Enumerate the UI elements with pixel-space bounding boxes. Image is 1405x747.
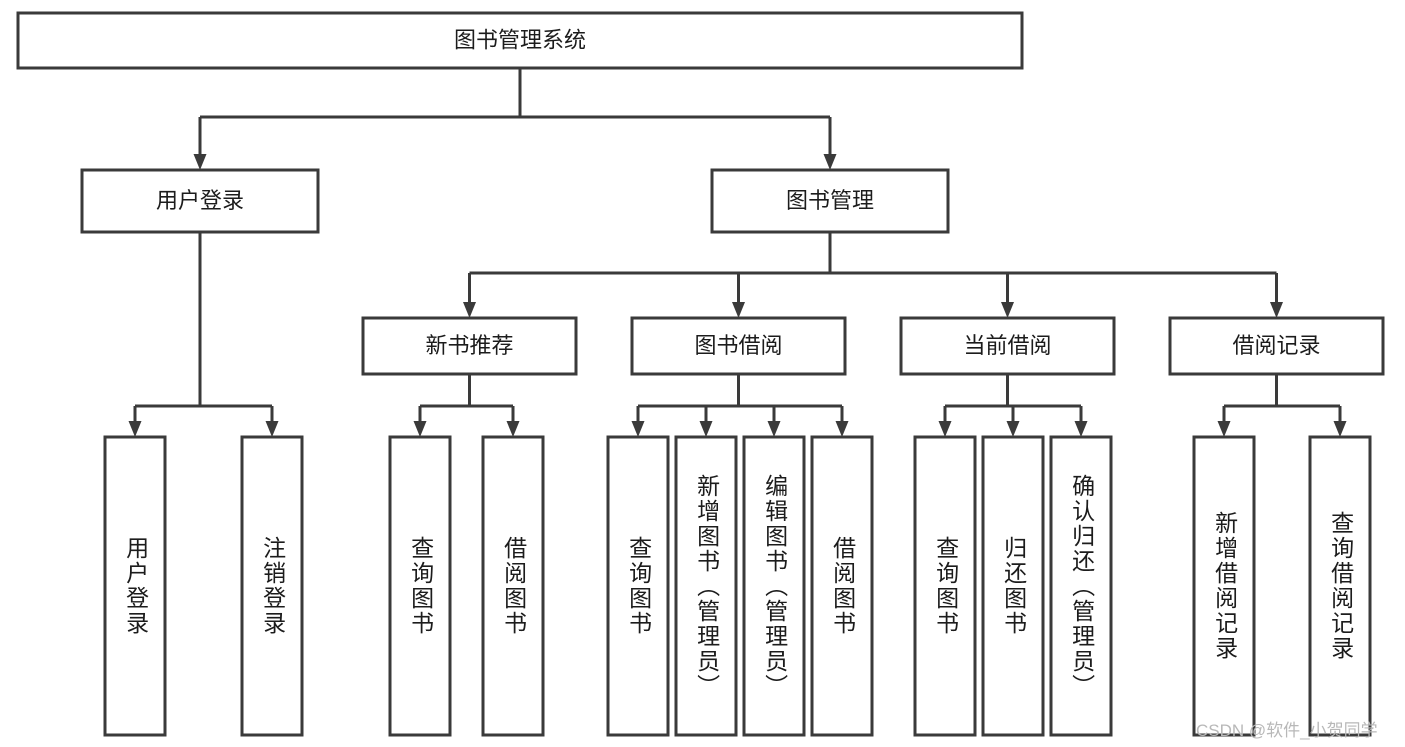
node-label-root: 图书管理系统 [454, 27, 586, 52]
book-manage-arrow-1 [732, 302, 745, 318]
book-borrow-arrow-0 [631, 421, 645, 437]
node-label-borrow-record: 借阅记录 [1232, 333, 1320, 358]
borrow-record-arrow-0 [1217, 421, 1231, 437]
node-label-book-manage: 图书管理 [786, 188, 874, 213]
node-box-leaf-add-record[interactable] [1192, 435, 1256, 737]
node-box-book-borrow[interactable] [630, 316, 847, 376]
node-label-new-book-rec: 新书推荐 [425, 333, 513, 358]
node-box-leaf-logout[interactable] [240, 435, 304, 737]
node-box-new-book-rec[interactable] [361, 316, 578, 376]
node-box-leaf-edit-book[interactable] [742, 435, 806, 737]
node-box-current-borrow[interactable] [899, 316, 1116, 376]
borrow-record-arrow-1 [1333, 421, 1347, 437]
current-borrow-arrow-0 [938, 421, 952, 437]
node-label-user-login: 用户登录 [156, 188, 244, 213]
node-box-leaf-return-book[interactable] [981, 435, 1045, 737]
new-book-rec-arrow-1 [506, 421, 520, 437]
node-label-book-borrow: 图书借阅 [694, 333, 782, 358]
book-borrow-arrow-2 [767, 421, 781, 437]
node-box-root[interactable] [16, 11, 1024, 70]
book-manage-arrow-2 [1001, 302, 1014, 318]
user-login-arrow-1 [265, 421, 279, 437]
root-arrow-1 [823, 154, 837, 170]
node-box-user-login[interactable] [80, 168, 320, 234]
csdn-watermark: CSDN @软件_小贺同学 [1196, 721, 1378, 740]
node-box-leaf-add-book[interactable] [674, 435, 738, 737]
node-box-leaf-query-book-3[interactable] [913, 435, 977, 737]
book-borrow-arrow-1 [699, 421, 713, 437]
node-box-leaf-query-book-2[interactable] [606, 435, 670, 737]
node-box-borrow-record[interactable] [1168, 316, 1385, 376]
book-manage-arrow-3 [1270, 302, 1283, 318]
node-box-leaf-query-book-1[interactable] [388, 435, 452, 737]
new-book-rec-arrow-0 [413, 421, 427, 437]
node-box-leaf-borrow-book-2[interactable] [810, 435, 874, 737]
node-box-leaf-user-login[interactable] [103, 435, 167, 737]
current-borrow-arrow-1 [1006, 421, 1020, 437]
node-box-leaf-query-record[interactable] [1308, 435, 1372, 737]
root-arrow-0 [193, 154, 207, 170]
user-login-arrow-0 [128, 421, 142, 437]
node-box-leaf-confirm-return[interactable] [1049, 435, 1113, 737]
book-borrow-arrow-3 [835, 421, 849, 437]
node-label-current-borrow: 当前借阅 [963, 333, 1051, 358]
node-box-leaf-borrow-book-1[interactable] [481, 435, 545, 737]
connectors-layer [128, 68, 1347, 437]
boxes-layer [16, 11, 1385, 737]
current-borrow-arrow-2 [1074, 421, 1088, 437]
node-box-book-manage[interactable] [710, 168, 950, 234]
book-manage-arrow-0 [463, 302, 476, 318]
